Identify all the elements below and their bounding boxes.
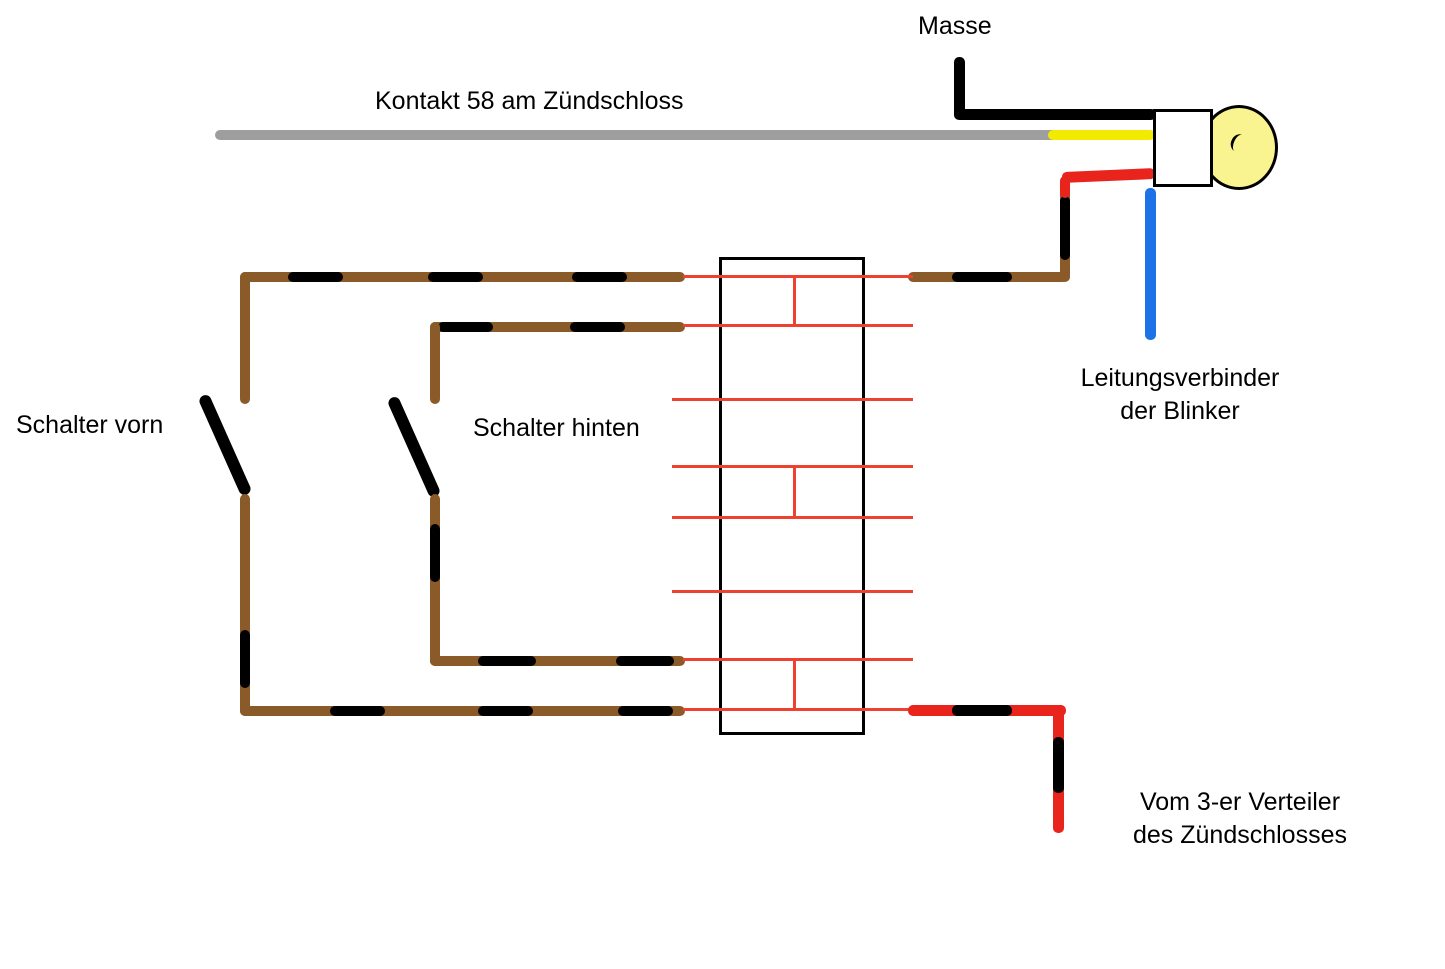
feed-red-wire-horizontal bbox=[908, 705, 1066, 716]
rear-bottom-brown-wire bbox=[430, 656, 685, 666]
wire-dash bbox=[478, 656, 536, 666]
masse-label: Masse bbox=[918, 12, 992, 40]
leitungsverbinder-label-line1: Leitungsverbinder bbox=[1080, 364, 1280, 392]
bulb-red-connector-wire bbox=[1061, 167, 1156, 184]
blinker-blue-wire bbox=[1145, 188, 1156, 340]
terminal-row-4 bbox=[672, 465, 913, 468]
wire-dash bbox=[570, 322, 625, 332]
right-drop-wire bbox=[1060, 176, 1070, 282]
verteiler-label-line2: des Zündschlosses bbox=[1132, 821, 1347, 849]
wire-dash bbox=[952, 705, 1012, 716]
front-switch-lower-wire bbox=[240, 494, 250, 716]
leitungsverbinder-label: Leitungsverbinder der Blinker bbox=[1050, 362, 1310, 428]
wire-dash bbox=[952, 272, 1012, 282]
terminal-block bbox=[719, 257, 865, 735]
terminal-row-8 bbox=[683, 708, 913, 711]
top-brown-wire-left bbox=[240, 272, 685, 282]
terminal-row-1 bbox=[683, 275, 913, 278]
wire-dash bbox=[572, 272, 627, 282]
kontakt58-wire-yellow bbox=[1048, 130, 1155, 140]
wire-dash bbox=[428, 272, 483, 282]
wire-dash bbox=[438, 322, 493, 332]
leitungsverbinder-label-line2: der Blinker bbox=[1120, 397, 1240, 425]
rear-switch-upper-wire bbox=[430, 322, 440, 404]
masse-wire-vertical bbox=[954, 57, 965, 119]
top-brown-wire-right bbox=[908, 272, 1068, 282]
terminal-jumper-3 bbox=[793, 658, 796, 711]
bottom-brown-wire bbox=[240, 706, 685, 716]
wire-red-tip bbox=[1060, 176, 1070, 198]
front-switch-lever bbox=[197, 393, 253, 497]
kontakt58-wire-gray bbox=[215, 130, 1060, 140]
wire-dash bbox=[616, 656, 674, 666]
terminal-row-7 bbox=[683, 658, 913, 661]
wire-dash bbox=[430, 524, 440, 582]
terminal-jumper-1 bbox=[793, 275, 796, 327]
feed-red-wire-vertical bbox=[1053, 705, 1064, 833]
verteiler-label: Vom 3-er Verteiler des Zündschlosses bbox=[1105, 786, 1375, 852]
front-switch-upper-wire bbox=[240, 272, 250, 404]
wire-dash bbox=[330, 706, 385, 716]
wire-dash bbox=[1053, 737, 1064, 793]
kontakt58-label: Kontakt 58 am Zündschloss bbox=[375, 87, 684, 115]
wire-dash bbox=[478, 706, 533, 716]
rear-switch-lower-wire bbox=[430, 494, 440, 666]
second-brown-wire bbox=[430, 322, 685, 332]
terminal-jumper-2 bbox=[793, 465, 796, 519]
wire-dash bbox=[240, 630, 250, 688]
wire-dash bbox=[1060, 196, 1070, 260]
terminal-row-6 bbox=[672, 590, 913, 593]
bulb-socket-box bbox=[1153, 109, 1213, 187]
schalter-vorn-label: Schalter vorn bbox=[16, 411, 164, 439]
rear-switch-lever bbox=[386, 395, 442, 499]
wire-dash bbox=[618, 706, 673, 716]
terminal-row-3 bbox=[672, 398, 913, 401]
terminal-row-2 bbox=[683, 324, 913, 327]
schalter-hinten-label: Schalter hinten bbox=[473, 414, 640, 442]
masse-wire-horizontal bbox=[954, 109, 1156, 120]
wire-dash bbox=[288, 272, 343, 282]
verteiler-label-line1: Vom 3-er Verteiler bbox=[1139, 788, 1341, 816]
terminal-row-5 bbox=[672, 516, 913, 519]
